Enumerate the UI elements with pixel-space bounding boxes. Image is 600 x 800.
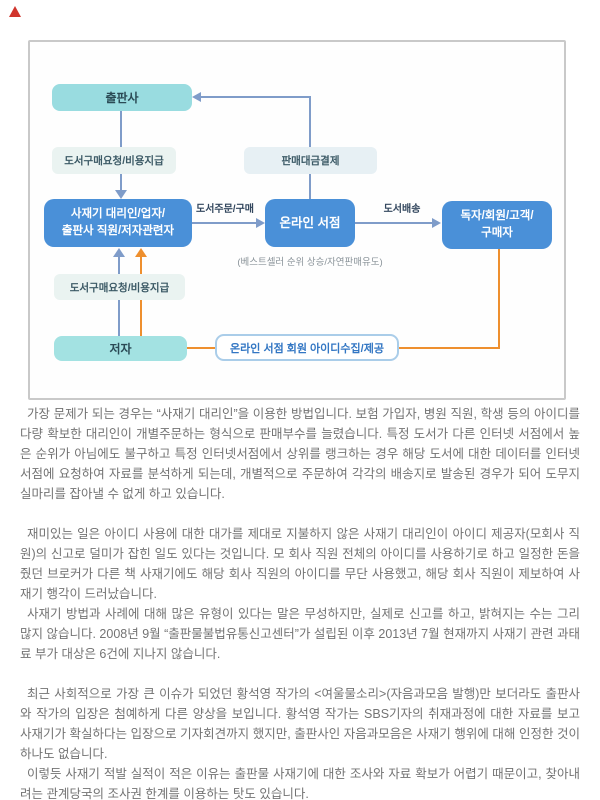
arrowhead-right-to-reader-icon xyxy=(432,218,441,228)
article-body: 가장 문제가 되는 경우는 “사재기 대리인”을 이용한 방법입니다. 보험 가… xyxy=(20,404,580,800)
node-author-label: 저자 xyxy=(109,342,132,356)
node-reader-line2: 구매자 xyxy=(481,227,513,239)
arrowhead-down-to-broker-icon xyxy=(115,190,127,199)
red-marker-icon xyxy=(9,6,21,17)
sajaegi-flow-diagram: 출판사 도서구매요청/비용지급 사재기 대리인/업자/ 출판사 직원/저자관련자… xyxy=(28,40,566,400)
node-id-collect: 온라인 서점 회원 아이디수집/제공 xyxy=(215,334,399,361)
label-delivery: 도서배송 xyxy=(362,200,442,215)
node-broker: 사재기 대리인/업자/ 출판사 직원/저자관련자 xyxy=(44,199,192,247)
label-order: 도서주문/구매 xyxy=(188,200,262,215)
connector-reader-down-orange xyxy=(498,249,500,349)
arrowhead-up-blue-icon xyxy=(113,248,125,257)
label-purchase-request-top: 도서구매요청/비용지급 xyxy=(52,147,176,174)
node-author: 저자 xyxy=(54,336,187,361)
arrowhead-left-to-publisher-icon xyxy=(192,92,201,102)
paragraph-1: 가장 문제가 되는 경우는 “사재기 대리인”을 이용한 방법입니다. 보험 가… xyxy=(20,407,580,501)
node-broker-line1: 사재기 대리인/업자/ xyxy=(70,208,166,221)
arrowhead-up-orange-icon xyxy=(135,248,147,257)
connector-delivery xyxy=(355,222,432,224)
node-bookstore-label: 온라인 서점 xyxy=(279,215,341,230)
connector-order xyxy=(192,222,256,224)
node-publisher: 출판사 xyxy=(52,84,192,111)
node-reader-line1: 독자/회원/고객/ xyxy=(460,210,534,223)
order-text: 도서주문/구매 xyxy=(196,204,254,215)
node-reader: 독자/회원/고객/ 구매자 xyxy=(442,201,552,249)
label-payment: 판매대금결제 xyxy=(244,147,377,174)
node-bookstore: 온라인 서점 xyxy=(265,199,355,247)
bookstore-caption-text: (베스트셀러 순위 상승/자연판매유도) xyxy=(237,257,383,268)
label-purchase-request-bottom: 도서구매요청/비용지급 xyxy=(54,274,185,300)
connector-idbox-right xyxy=(399,347,500,349)
connector-publisher-down xyxy=(120,111,122,148)
paragraph-5: 이렇듯 사재기 적발 실적이 적은 이유는 출판물 사재기에 대한 조사와 자료… xyxy=(20,767,580,800)
id-collect-text: 온라인 서점 회원 아이디수집/제공 xyxy=(230,342,384,355)
connector-author-idbox xyxy=(187,347,215,349)
paragraph-2: 재미있는 일은 아이디 사용에 대한 대가를 제대로 지불하지 않은 사재기 대… xyxy=(20,527,580,601)
connector-request-down xyxy=(120,174,122,191)
connector-payment-horizontal xyxy=(200,96,311,98)
delivery-text: 도서배송 xyxy=(383,204,421,215)
purchase-request-top-text: 도서구매요청/비용지급 xyxy=(64,155,164,167)
bookstore-caption: (베스트셀러 순위 상승/자연판매유도) xyxy=(195,254,425,268)
node-broker-line2: 출판사 직원/저자관련자 xyxy=(61,225,175,237)
arrowhead-right-to-bookstore-icon xyxy=(256,218,265,228)
paragraph-4: 최근 사회적으로 가장 큰 이슈가 되었던 황석영 작가의 <여울물소리>(자음… xyxy=(20,687,580,761)
node-publisher-label: 출판사 xyxy=(105,91,139,105)
purchase-request-bottom-text: 도서구매요청/비용지급 xyxy=(69,281,170,294)
paragraph-3: 사재기 방법과 사례에 대해 많은 유형이 있다는 말은 무성하지만, 실제로 … xyxy=(20,607,580,661)
payment-text: 판매대금결제 xyxy=(281,155,340,167)
